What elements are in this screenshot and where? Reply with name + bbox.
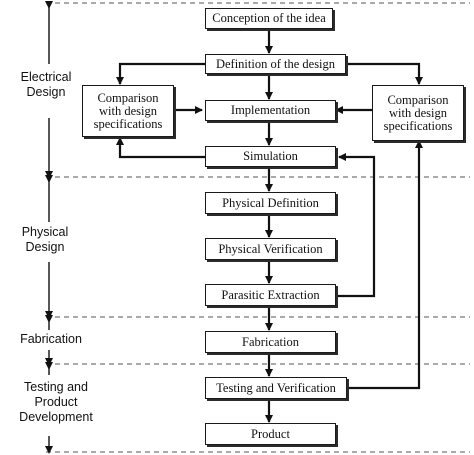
phase-label-physical: Physical Design [21, 225, 69, 254]
step-definition: Definition of the design [205, 54, 346, 74]
arrow-extraction-to-simulation [336, 153, 376, 298]
feedback-arrows [116, 62, 423, 390]
phase-separators [46, 2, 470, 453]
step-physical-definition: Physical Definition [205, 192, 336, 214]
phase-label-electrical: Electrical Design [20, 70, 72, 99]
comparison-box-left: Comparison with design specifications [82, 85, 174, 137]
step-simulation: Simulation [205, 146, 336, 167]
step-testing-verification: Testing and Verification [205, 377, 347, 399]
comparison-box-right: Comparison with design specifications [372, 85, 464, 141]
phase-label-fabrication: Fabrication [20, 332, 82, 346]
step-implementation: Implementation [205, 100, 336, 121]
step-fabrication: Fabrication [205, 331, 336, 353]
arrow-definition-to-left-comparison [116, 62, 205, 85]
step-physical-verification: Physical Verification [205, 238, 336, 260]
arrow-simulation-to-left-comparison [116, 137, 205, 159]
step-parasitic-extraction: Parasitic Extraction [205, 284, 336, 306]
arrow-definition-to-right-comparison [346, 62, 423, 85]
arrow-testing-to-right-comparison [347, 140, 423, 390]
step-product: Product [205, 423, 336, 445]
step-conception: Conception of the idea [205, 8, 333, 29]
phase-label-testing: Testing and Product Development [19, 380, 93, 424]
